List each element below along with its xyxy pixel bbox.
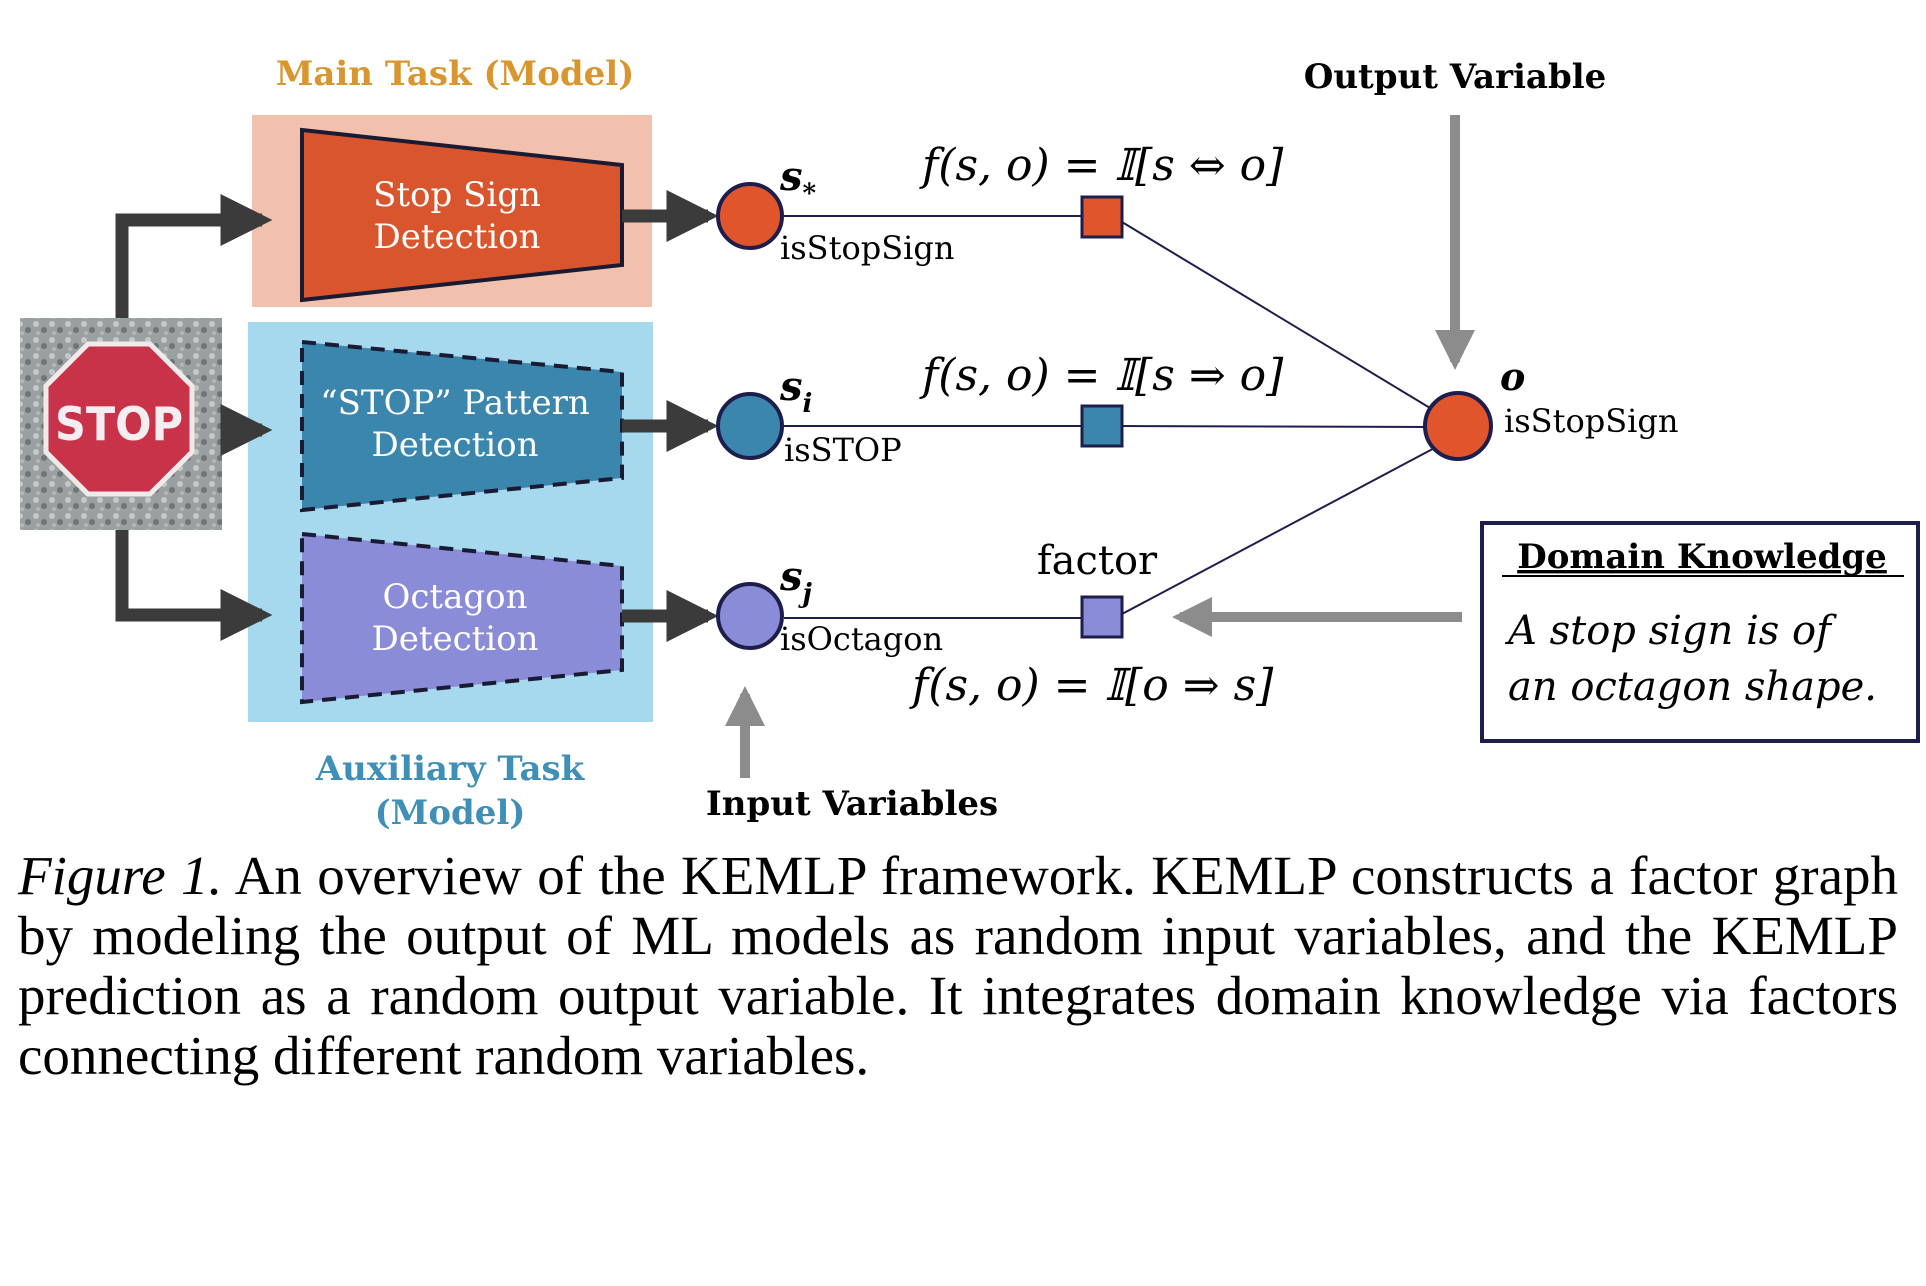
output-symbol: o: [1500, 354, 1525, 399]
factor-node-2: [1080, 404, 1124, 448]
factor-node-3: [1080, 595, 1124, 639]
domain-knowledge-title: Domain Knowledge: [1517, 537, 1887, 577]
factor-formula-1: f(s, o) = 𝕀[s ⇔ o]: [919, 140, 1284, 191]
input-node-s-i: [716, 392, 784, 460]
output-node-o: [1423, 391, 1493, 461]
stop-sign-text: STOP: [55, 397, 183, 451]
factor-formula-2: f(s, o) = 𝕀[s ⇒ o]: [919, 350, 1284, 401]
factor-formula-3: f(s, o) = 𝕀[o ⇒ s]: [909, 660, 1274, 711]
var-s-j-symbol: sj: [779, 553, 813, 609]
octagon-detection-model: [300, 531, 624, 705]
kemlp-overview-figure: Main Task (Model) Auxiliary Task (Model)…: [20, 54, 1920, 833]
figure-caption-label: Figure 1.: [18, 845, 223, 906]
var-s-star-symbol: s*: [779, 153, 817, 209]
aux-task-label-line1: Auxiliary Task: [315, 749, 586, 789]
stop-sign-image: STOP: [20, 318, 222, 530]
stop-sign-model-line2: Detection: [373, 217, 540, 257]
octagon-model-line1: Octagon: [383, 577, 528, 617]
input-node-s-j: [716, 582, 784, 650]
figure-caption: Figure 1. An overview of the KEMLP frame…: [18, 846, 1898, 1086]
factor-graph-edges: [784, 215, 1443, 619]
var-s-star-name: isStopSign: [780, 229, 954, 267]
input-variables-label: Input Variables: [706, 784, 998, 824]
output-variable-label: Output Variable: [1304, 57, 1607, 97]
figure-caption-text: An overview of the KEMLP framework. KEML…: [18, 845, 1898, 1086]
stop-pattern-model-line1: “STOP” Pattern: [320, 383, 590, 423]
stop-pattern-model-line2: Detection: [371, 425, 538, 465]
stop-sign-model-line1: Stop Sign: [373, 175, 541, 215]
domain-knowledge-line1: A stop sign is of: [1504, 608, 1837, 654]
aux-task-label-line2: (Model): [375, 793, 526, 833]
factor-node-1: [1080, 195, 1124, 239]
var-s-i-name: isSTOP: [784, 431, 902, 469]
main-task-label: Main Task (Model): [276, 54, 635, 94]
domain-knowledge-box: [1480, 521, 1920, 743]
model-to-variable-arrows: [622, 190, 719, 642]
domain-knowledge-line2: an octagon shape.: [1508, 664, 1877, 710]
octagon-model-line2: Detection: [371, 619, 538, 659]
stop-pattern-detection-model: [300, 339, 624, 513]
input-node-s-star: [716, 182, 784, 250]
var-s-j-name: isOctagon: [780, 620, 943, 658]
factor-label: factor: [1037, 538, 1158, 584]
var-s-i-symbol: si: [779, 363, 812, 419]
output-name: isStopSign: [1504, 402, 1678, 440]
stop-sign-detection-model: [300, 127, 624, 303]
image-to-model-arrows: [115, 194, 273, 641]
